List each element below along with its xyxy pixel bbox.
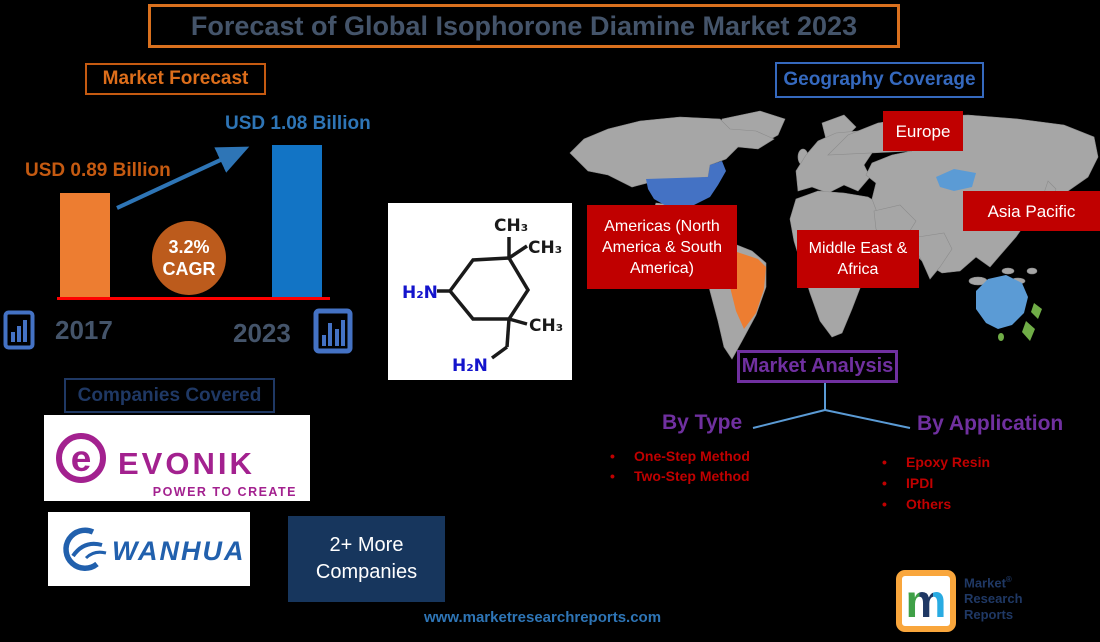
value-2017-label: USD 0.89 Billion [25,160,171,181]
map-mongolia-highlight [936,169,976,191]
by-application-list: Epoxy Resin IPDI Others [876,452,1046,515]
map-north-america [569,116,775,188]
cagr-badge: 3.2% CAGR [152,221,226,295]
map-australia-highlight [976,275,1028,329]
mrr-line3: Reports [964,607,1014,623]
by-application-label: By Application [917,412,1064,435]
year-start-label: 2017 [55,315,113,345]
map-brazil-highlight [728,251,766,329]
mrr-logo-letter: m [906,575,947,627]
cagr-value: 3.2% [168,237,210,257]
bar-2017 [60,193,110,297]
wanhua-logo: WANHUA [48,512,250,586]
region-label-americas: Americas (North America & South America) [587,205,737,289]
evonik-mark: e [71,438,92,479]
market-forecast-label: Market Forecast [85,63,266,95]
mrr-logo-text: Market® Research Reports [964,572,1023,623]
analysis-branch-lines [752,383,911,429]
list-item: IPDI [876,473,1046,494]
mrr-logo: m [896,570,956,632]
evonik-logo: e EVONIK POWER TO CREATE [44,415,310,501]
by-type-list: One-Step Method Two-Step Method [604,446,784,486]
bar-chart-icon [3,310,35,350]
bar-2023 [272,145,322,297]
more-companies-box: 2+ More Companies [288,516,445,602]
market-analysis-label: Market Analysis [737,350,898,383]
region-label-asia-pacific: Asia Pacific [963,191,1100,231]
amine-left-label: H₂N [402,283,438,303]
companies-covered-label: Companies Covered [64,378,275,413]
more-companies-line1: 2+ More [329,534,404,556]
region-label-middle-east-africa: Middle East & Africa [797,230,919,288]
cagr-label: CAGR [162,259,216,279]
methyl-lower-right-label: CH₃ [529,316,563,336]
list-item: Epoxy Resin [876,452,1046,473]
evonik-circle-icon [56,433,106,483]
geography-coverage-label: Geography Coverage [775,62,984,98]
chart-baseline [57,297,330,300]
evonik-wordmark: EVONIK [118,446,255,481]
by-type-label: By Type [662,411,743,434]
mrr-line1: Market [964,575,1006,591]
map-us-highlight [646,161,726,207]
trend-arrow-icon [116,146,250,210]
molecule-structure: H₂N CH₃ CH₃ CH₃ H₂N [388,203,572,380]
list-item: Two-Step Method [604,466,784,486]
map-new-zealand-highlight [1031,303,1042,319]
region-label-europe: Europe [883,111,963,151]
bar-chart-icon [313,308,353,354]
value-2023-label: USD 1.08 Billion [225,113,371,134]
page-title: Forecast of Global Isophorone Diamine Ma… [148,4,900,48]
mrr-line2: Research [964,591,1023,607]
amine-bottom-label: H₂N [452,356,488,376]
wanhua-swirl-icon [63,527,99,571]
year-end-label: 2023 [233,318,291,348]
map-tasmania-highlight [998,333,1004,341]
evonik-tagline: POWER TO CREATE [153,485,297,499]
wanhua-wordmark: WANHUA [112,536,246,566]
website-link[interactable]: www.marketresearchreports.com [424,609,662,626]
list-item: Others [876,494,1046,515]
list-item: One-Step Method [604,446,784,466]
more-companies-line2: Companies [315,561,418,583]
registered-mark: ® [1005,575,1012,584]
methyl-upper-right-label: CH₃ [528,238,562,258]
methyl-top-label: CH₃ [494,216,528,236]
